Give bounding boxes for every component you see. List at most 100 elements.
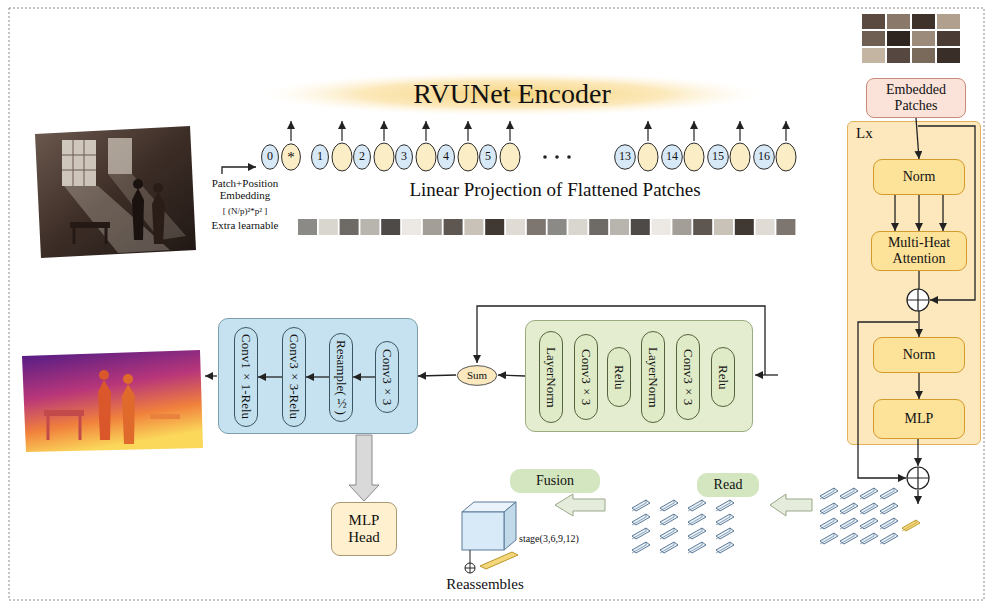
norm-box: Norm	[873, 159, 965, 195]
token-rod	[820, 533, 838, 544]
layer-pill: Relu	[711, 347, 735, 407]
token-rod	[880, 518, 898, 529]
node-text: 13	[619, 150, 631, 163]
transformer-block: LxNormMulti-Heat AttentionNormMLP	[847, 121, 981, 445]
depth-map	[150, 414, 180, 419]
add-symbol	[907, 467, 929, 489]
node-text: 3	[401, 150, 407, 163]
node-text: 2	[359, 150, 365, 163]
token-rod	[688, 514, 702, 525]
token-rod	[860, 518, 874, 529]
token-circle: 0	[261, 144, 279, 170]
connector	[353, 376, 375, 377]
layer-pill: Conv3×3	[574, 334, 598, 420]
layer-pill: Conv3×3-Relu	[282, 327, 306, 427]
token-rod	[820, 533, 834, 544]
node-text: 15	[712, 150, 724, 163]
node-text: 0	[267, 150, 273, 163]
dotted-frame	[9, 8, 984, 600]
patch-tile	[862, 14, 885, 29]
token-rod	[660, 528, 674, 539]
token-rod	[840, 503, 858, 514]
token-rod	[632, 528, 650, 539]
reassemble-cube	[462, 512, 504, 550]
depth-map	[48, 416, 80, 440]
token-rod	[688, 514, 706, 525]
step-tag: Read	[697, 473, 759, 497]
token-rod	[632, 500, 646, 511]
patch-tile	[693, 219, 712, 235]
token-rod	[716, 542, 734, 553]
node-text: MLP	[905, 411, 934, 427]
patch-strip	[298, 219, 795, 235]
patch-tile	[485, 219, 504, 235]
token-rod	[716, 500, 730, 511]
hollow-arrow	[555, 494, 812, 516]
node-text: Relu	[716, 365, 731, 390]
layer-pill: Conv3×3	[375, 341, 399, 413]
token-arrows	[693, 121, 694, 141]
input-photo	[62, 140, 96, 186]
connector	[418, 375, 456, 376]
reassemble-cube	[462, 502, 516, 550]
token-rod	[688, 514, 706, 525]
node-text: LayerNorm	[544, 347, 559, 408]
token-rod	[632, 528, 646, 539]
ellipsis-dots	[543, 155, 547, 159]
patch-tile	[776, 219, 795, 235]
depth-map	[22, 350, 203, 452]
token-ellipses	[638, 143, 658, 171]
stage-add-symbol	[465, 563, 475, 573]
token-rod	[688, 528, 706, 539]
token-circle: 13	[614, 144, 636, 170]
token-rod	[840, 533, 854, 544]
embed-note: Patch+Position Embedding	[203, 177, 287, 202]
connector	[894, 195, 895, 231]
token-rod	[880, 518, 894, 529]
connector	[918, 373, 919, 399]
token-rod	[716, 514, 734, 525]
reassemble-cube	[504, 502, 516, 550]
patch-grid-thumbnail	[862, 14, 960, 63]
layer-pill: Conv3×3	[676, 334, 700, 420]
node-text: LayerNorm	[646, 347, 661, 408]
token-rod	[880, 488, 898, 499]
node-outline	[438, 145, 455, 169]
token-rod	[820, 503, 834, 514]
token-ellipses	[500, 143, 520, 171]
token-rod	[716, 528, 730, 539]
token-arrows	[341, 121, 342, 141]
token-rod	[688, 500, 706, 511]
node-text: 1	[317, 150, 323, 163]
token-rod	[632, 542, 650, 553]
node-text: Conv3×3	[681, 349, 696, 405]
patch-tile	[912, 31, 935, 46]
token-rod	[660, 542, 678, 553]
patch-tile	[340, 219, 359, 235]
token-rod	[902, 520, 920, 531]
token-rod	[880, 533, 898, 544]
token-rod	[860, 518, 878, 529]
stage-token	[480, 552, 518, 569]
node-outline	[615, 145, 636, 169]
token-rod	[632, 514, 646, 525]
ellipsis-dots	[555, 155, 559, 159]
token-rod	[632, 500, 650, 511]
token-rod	[660, 514, 678, 525]
token-rod	[820, 503, 838, 514]
patch-tile	[937, 48, 960, 63]
token-arrows	[290, 121, 291, 141]
token-rod	[840, 503, 854, 514]
token-rod	[860, 503, 878, 514]
node-text: 4	[443, 150, 449, 163]
token-rod	[716, 528, 734, 539]
token-rod	[660, 500, 674, 511]
stage-add-symbol	[465, 550, 475, 573]
residual-block: LayerNormConv3×3ReluLayerNormConv3×3Relu	[525, 320, 753, 432]
token-rod	[688, 542, 706, 553]
token-rod	[820, 518, 838, 529]
sum-node: Sum	[456, 365, 498, 386]
embedding-arrow	[222, 167, 256, 174]
node-text: Sum	[467, 369, 487, 381]
token-rod	[660, 514, 678, 525]
